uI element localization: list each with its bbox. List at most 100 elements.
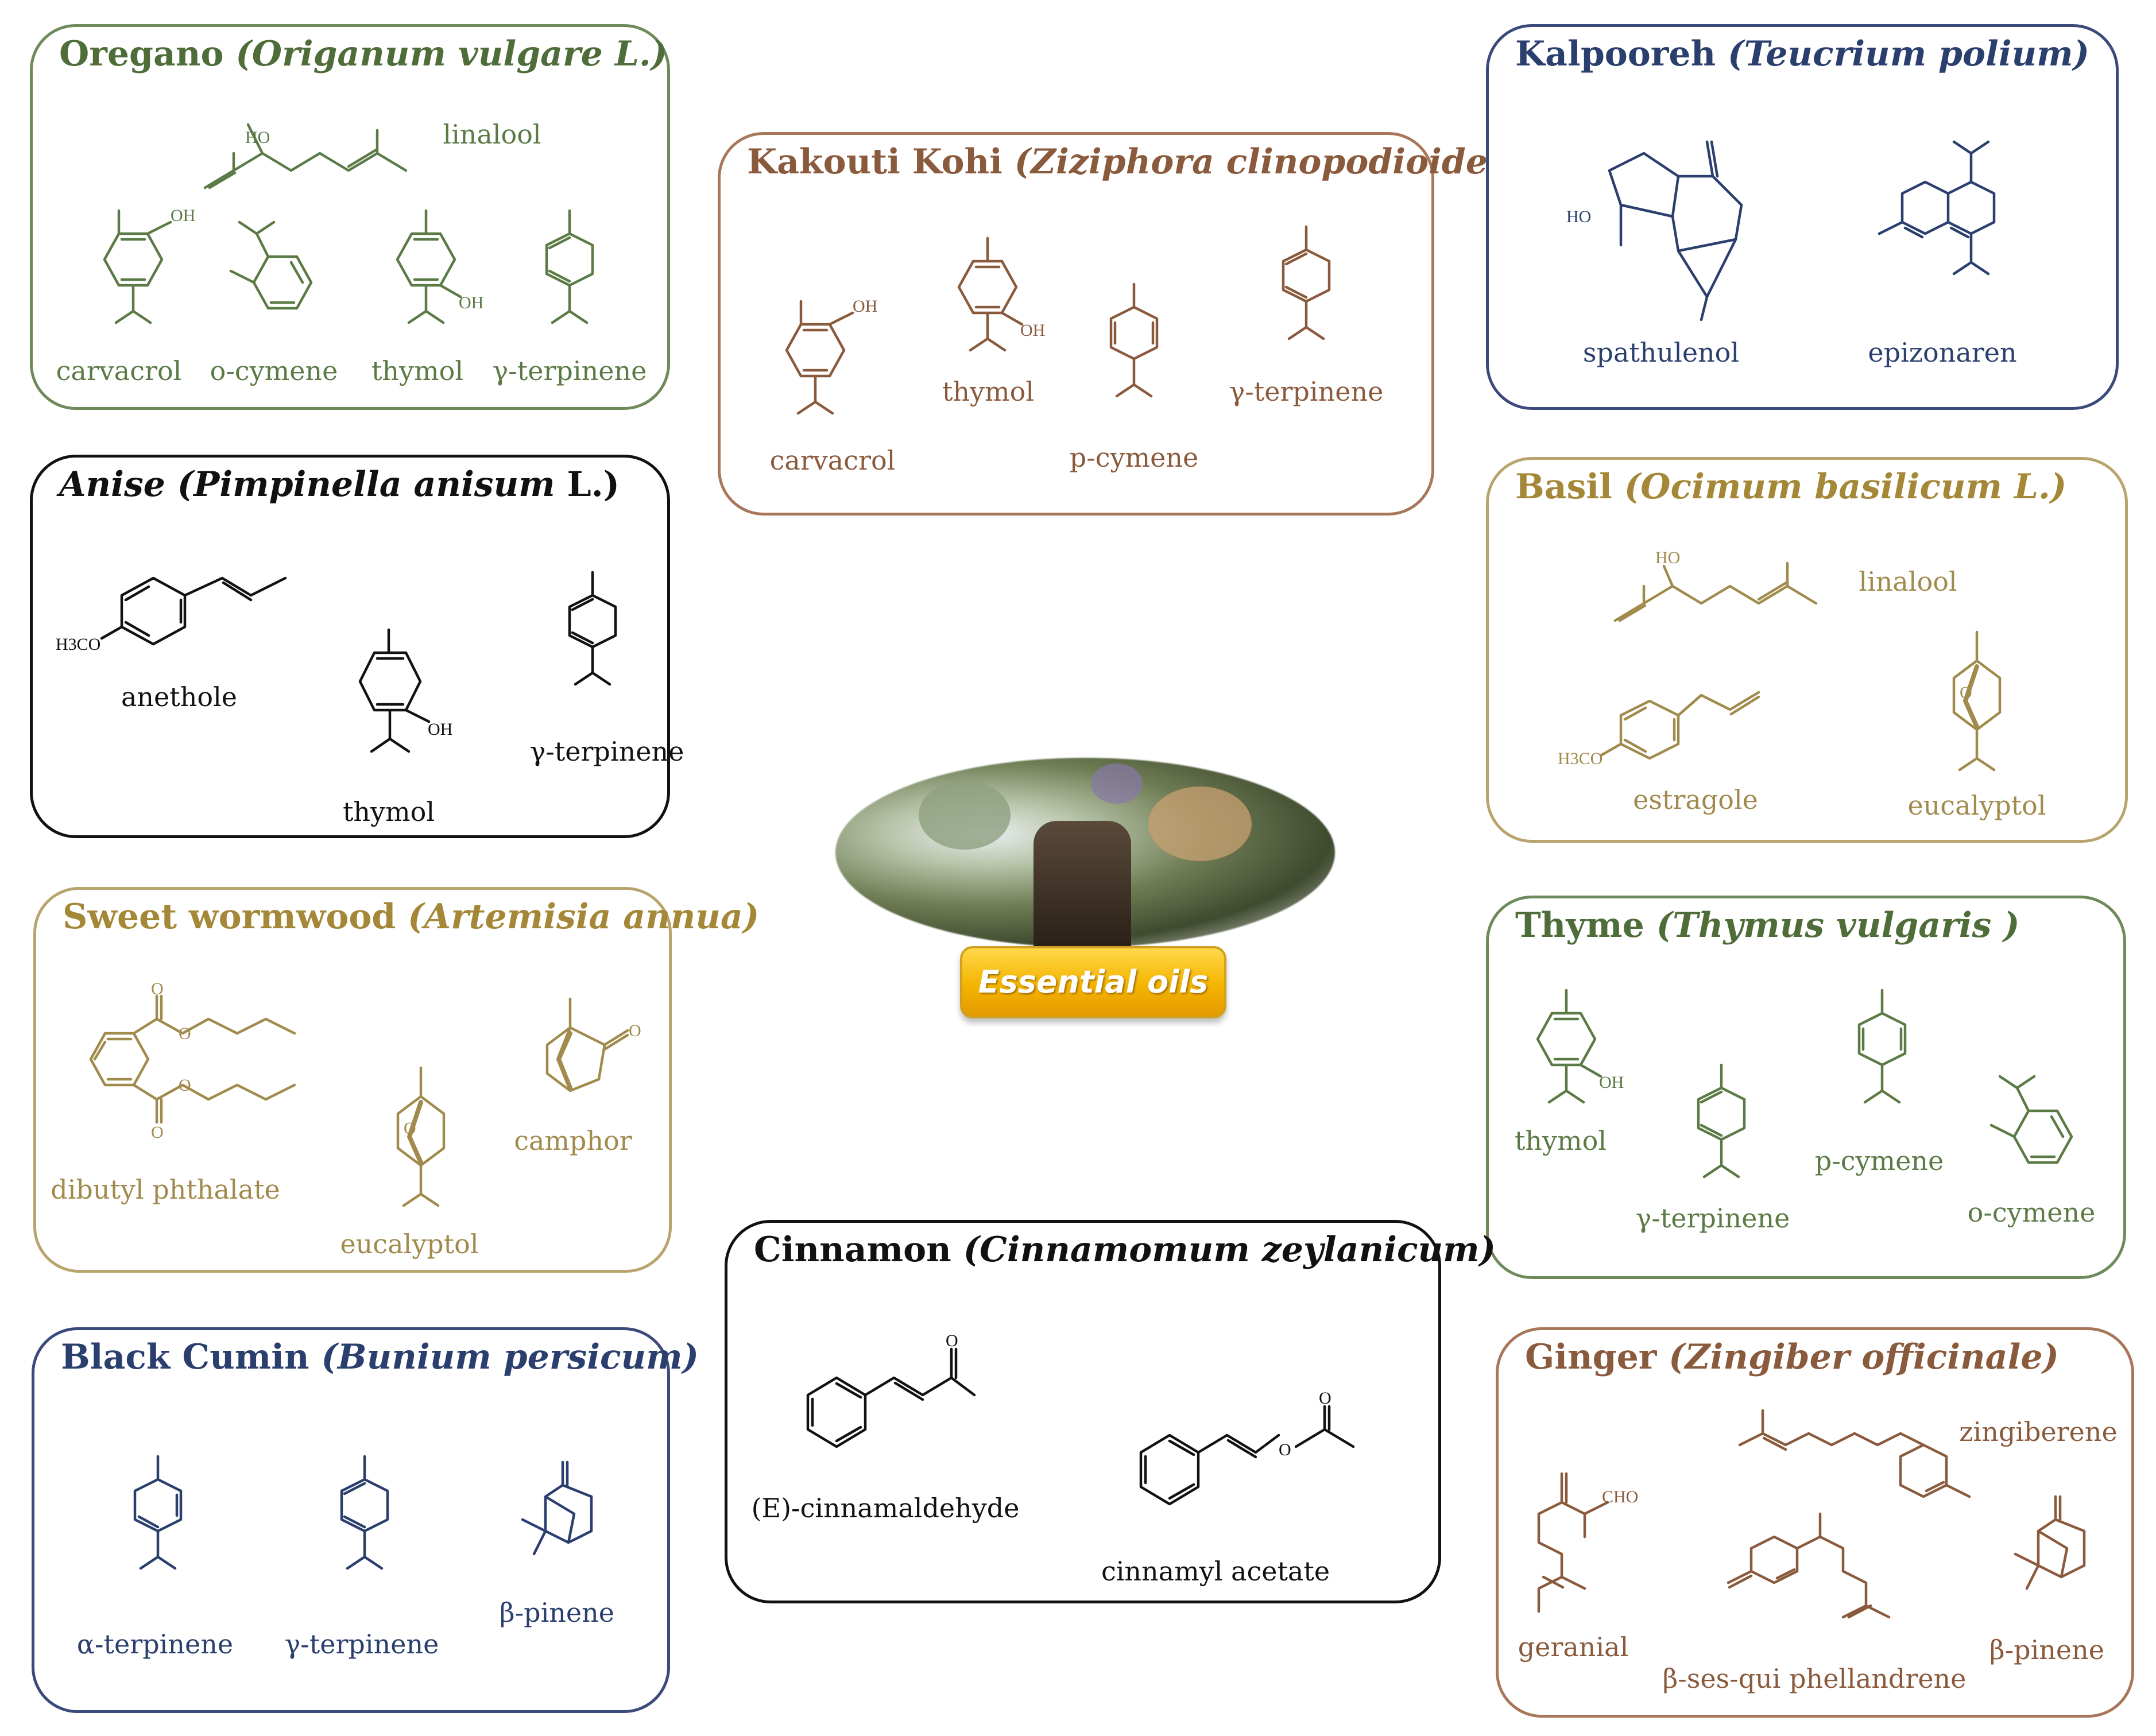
carvacrol-structure: OH bbox=[103, 206, 195, 324]
panel-sweet-wormwood: Sweet wormwood (Artemisia annua) O O O O… bbox=[33, 887, 759, 1273]
zingiberene-structure bbox=[1738, 1409, 1971, 1498]
compound-label: β-ses-qui phellandrene bbox=[1662, 1663, 1967, 1694]
compound-label: geranial bbox=[1518, 1632, 1629, 1663]
panel-title: Black Cumin (Bunium persicum) bbox=[61, 1337, 699, 1377]
svg-text:OH: OH bbox=[853, 297, 877, 316]
svg-text:CHO: CHO bbox=[1602, 1487, 1638, 1506]
compound-label: (E)-cinnamaldehyde bbox=[751, 1493, 1020, 1524]
p-cymene-structure bbox=[1857, 989, 1907, 1104]
compound-label: linalool bbox=[443, 119, 541, 150]
svg-text:O: O bbox=[1319, 1389, 1331, 1408]
panel-title: Cinnamon (Cinnamomum zeylanicum) bbox=[754, 1230, 1496, 1270]
compound-label: anethole bbox=[121, 681, 238, 712]
compound-label: β-pinene bbox=[1989, 1634, 2104, 1665]
cinnamyl-acetate-structure: O O bbox=[1139, 1389, 1355, 1506]
essential-oils-photo bbox=[919, 781, 1011, 850]
carvacrol-structure: OH bbox=[785, 297, 877, 415]
g-terpinene-structure bbox=[568, 571, 617, 686]
panel-title: Sweet wormwood (Artemisia annua) bbox=[63, 897, 760, 937]
svg-text:OH: OH bbox=[428, 720, 452, 739]
compound-label: β-pinene bbox=[500, 1597, 614, 1628]
svg-text:H3CO: H3CO bbox=[56, 635, 100, 654]
svg-text:O: O bbox=[946, 1331, 958, 1350]
compound-label: γ-terpinene bbox=[284, 1629, 439, 1660]
compound-label: carvacrol bbox=[769, 445, 896, 476]
o-cymene-structure bbox=[229, 220, 313, 310]
compound-label: thymol bbox=[342, 796, 435, 827]
compound-label: thymol bbox=[371, 355, 464, 386]
eucalyptol-structure: O bbox=[1952, 630, 2002, 772]
panel-title: Basil (Ocimum basilicum L.) bbox=[1515, 467, 2067, 507]
b-pinene-structure bbox=[2014, 1495, 2086, 1590]
svg-text:O: O bbox=[179, 1076, 191, 1095]
panel-basil: Basil (Ocimum basilicum L.) HO linalool … bbox=[1486, 457, 2128, 843]
g-terpinene-structure bbox=[1697, 1063, 1746, 1179]
panel-oregano: Oregano (Origanum vulgare L.) HO linaloo… bbox=[30, 24, 670, 410]
compound-label: thymol bbox=[1514, 1125, 1607, 1156]
panel-cinnamon: Cinnamon (Cinnamomum zeylanicum) O (E)-c… bbox=[725, 1220, 1496, 1603]
compound-label: o-cymene bbox=[1967, 1197, 2096, 1228]
svg-text:O: O bbox=[1279, 1440, 1291, 1459]
compound-label: carvacrol bbox=[56, 355, 182, 386]
g-terpinene-structure bbox=[1282, 225, 1331, 340]
compound-label: eucalyptol bbox=[340, 1229, 479, 1260]
compound-label: estragole bbox=[1633, 784, 1758, 815]
panel-black-cumin: Black Cumin (Bunium persicum) α-terpinen… bbox=[32, 1327, 699, 1713]
linalool-structure: HO bbox=[203, 123, 408, 189]
svg-text:OH: OH bbox=[459, 293, 483, 312]
g-terpinene-structure bbox=[340, 1455, 389, 1570]
panel-ginger: Ginger (Zingiber officinale) zingiberene… bbox=[1496, 1327, 2134, 1718]
dibutyl-phthalate-structure: O O O O bbox=[89, 979, 296, 1142]
compound-label: γ-terpinene bbox=[492, 355, 647, 386]
panel-title: Kakouti Kohi (Ziziphora clinopodioides) bbox=[747, 142, 1524, 182]
thymol-structure: OH bbox=[396, 209, 483, 324]
svg-text:O: O bbox=[629, 1021, 641, 1040]
svg-text:OH: OH bbox=[1599, 1073, 1624, 1092]
essential-oils-photo bbox=[1091, 764, 1143, 804]
compound-label: eucalyptol bbox=[1907, 790, 2046, 821]
compound-label: cinnamyl acetate bbox=[1101, 1556, 1330, 1587]
essential-oils-photo bbox=[1148, 786, 1252, 861]
epizonaren-structure bbox=[1878, 140, 1996, 276]
geranial-structure: CHO bbox=[1537, 1472, 1638, 1613]
compound-label: γ-terpinene bbox=[1635, 1203, 1790, 1234]
panel-title: Anise (Pimpinella anisum L.) bbox=[59, 464, 620, 505]
panel-title: Ginger (Zingiber officinale) bbox=[1525, 1337, 2059, 1377]
compound-label: spathulenol bbox=[1582, 337, 1740, 368]
cinnamaldehyde-structure: O bbox=[806, 1331, 976, 1448]
bottle-image bbox=[1034, 821, 1131, 947]
o-cymene-structure bbox=[1989, 1075, 2073, 1164]
svg-text:O: O bbox=[1960, 683, 1972, 702]
panel-thyme: Thyme (Thymus vulgaris ) OH thymol γ-ter… bbox=[1486, 896, 2126, 1279]
b-sesquiphellandrene-structure bbox=[1727, 1512, 1891, 1619]
panel-title: Oregano (Origanum vulgare L.) bbox=[59, 34, 668, 74]
thymol-structure: OH bbox=[957, 237, 1045, 352]
estragole-structure: H3CO bbox=[1558, 691, 1760, 768]
compound-label: camphor bbox=[514, 1125, 632, 1156]
svg-text:HO: HO bbox=[1655, 548, 1680, 567]
g-terpinene-structure bbox=[545, 209, 594, 324]
eucalyptol-structure: O bbox=[396, 1066, 446, 1207]
essential-oils-button[interactable]: Essential oils bbox=[960, 946, 1226, 1018]
compound-label: thymol bbox=[942, 376, 1035, 407]
svg-text:OH: OH bbox=[1020, 321, 1045, 340]
panel-kakouti-kohi: Kakouti Kohi (Ziziphora clinopodioides) … bbox=[718, 132, 1523, 516]
thymol-structure: OH bbox=[1536, 989, 1624, 1104]
panel-kalpooreh: Kalpooreh (Teucrium polium) HO spathulen… bbox=[1486, 24, 2119, 410]
svg-text:O: O bbox=[179, 1024, 191, 1043]
compound-label: α-terpinene bbox=[76, 1629, 234, 1660]
compound-label: p-cymene bbox=[1814, 1145, 1944, 1176]
b-pinene-structure bbox=[521, 1460, 593, 1556]
compound-label: zingiberene bbox=[1959, 1416, 2118, 1447]
svg-text:H3CO: H3CO bbox=[1558, 749, 1603, 768]
svg-text:HO: HO bbox=[245, 128, 270, 147]
spathulenol-structure: HO bbox=[1566, 140, 1743, 321]
svg-text:O: O bbox=[151, 979, 164, 998]
svg-text:O: O bbox=[151, 1123, 164, 1142]
compound-label: linalool bbox=[1859, 566, 1957, 597]
p-cymene-structure bbox=[1109, 282, 1159, 398]
compound-label: γ-terpinene bbox=[1229, 376, 1384, 407]
compound-label: epizonaren bbox=[1868, 337, 2017, 368]
panel-anise: Anise (Pimpinella anisum L.) H3CO anetho… bbox=[30, 455, 684, 838]
camphor-structure: O bbox=[545, 997, 641, 1092]
